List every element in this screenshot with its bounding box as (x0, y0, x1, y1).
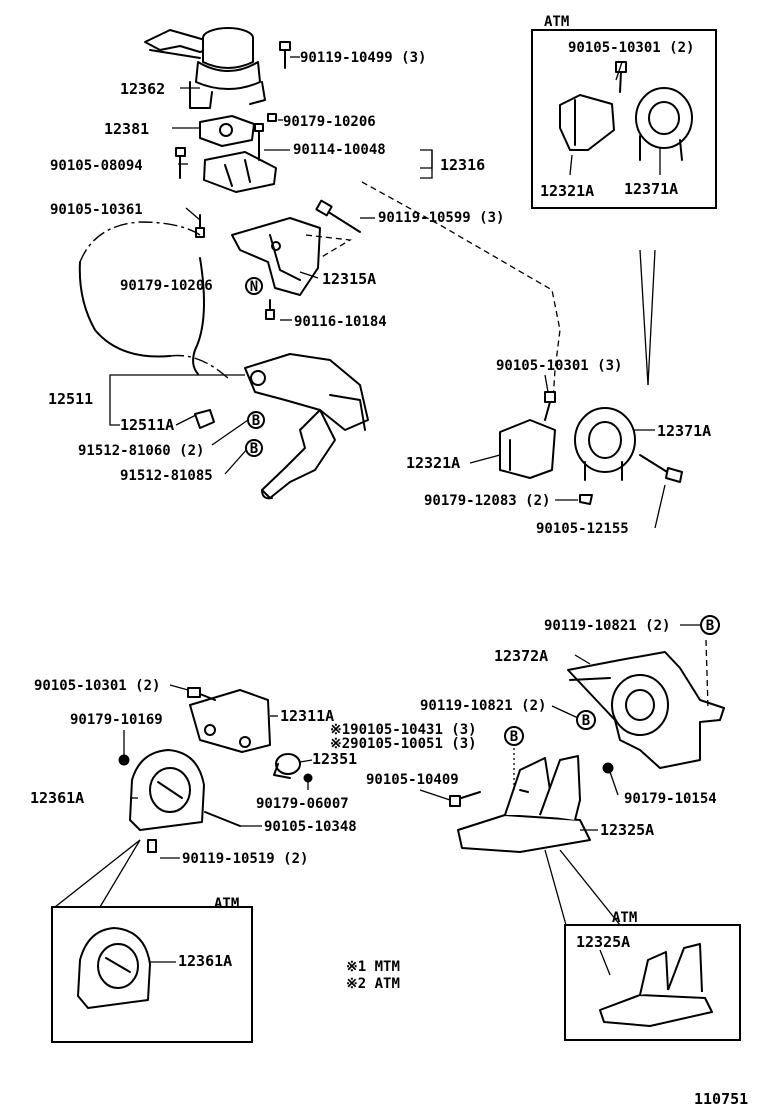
mount-12371A-12321A-illustration (499, 391, 683, 505)
bracket-12315A-illustration (231, 199, 361, 320)
label-90105-10409: 90105-10409 (366, 772, 459, 788)
marker-b-2-text: B (250, 441, 258, 457)
atm-inset-bottom-right-box (564, 924, 741, 1041)
label-90179-10154: 90179-10154 (624, 791, 717, 807)
label-12351: 12351 (312, 750, 357, 768)
marker-b-4-text: B (582, 713, 590, 729)
part-labels: 12362 12381 90119-10499 (3) 90179-10206 … (30, 14, 748, 1108)
bracket-12511-illustration (194, 353, 369, 500)
label-90119-10499: 90119-10499 (3) (300, 50, 426, 66)
label-atm-bottom-right: ATM (612, 910, 637, 926)
label-12315A: 12315A (322, 270, 376, 288)
reference-markers: B B N B B B (245, 277, 720, 746)
label-12361A-atm: 12361A (178, 952, 232, 970)
label-90119-10599: 90119-10599 (3) (378, 210, 504, 226)
bolts-top-illustration (175, 41, 291, 238)
label-90179-06007: 90179-06007 (256, 796, 349, 812)
label-12511A: 12511A (120, 416, 174, 434)
marker-b-2 (245, 439, 263, 457)
label-90119-10821-a: 90119-10821 (2) (544, 618, 670, 634)
atm-inset-top-parts (559, 61, 693, 161)
label-12371A-atm: 12371A (624, 180, 678, 198)
bracket-12311A-illustration (187, 687, 271, 753)
label-90105-10431: ※190105-10431 (3) (330, 722, 477, 738)
label-atm-top: ATM (544, 14, 569, 30)
label-12372A: 12372A (494, 647, 548, 665)
marker-b-4 (576, 710, 596, 730)
label-90105-10361: 90105-10361 (50, 202, 143, 218)
bracket-12381-illustration (199, 115, 255, 147)
label-91512-81060: 91512-81060 (2) (78, 443, 204, 459)
bracket-12325A-illustration (449, 755, 591, 853)
atm-inset-bottom-right-parts (544, 849, 713, 1027)
atm-inset-bottom-left-parts (54, 839, 151, 1009)
label-90116-10184: 90116-10184 (294, 314, 387, 330)
section-connector-lines (361, 181, 656, 401)
label-12361A: 12361A (30, 789, 84, 807)
label-12321A-atm: 12321A (540, 182, 594, 200)
label-12325A: 12325A (600, 821, 654, 839)
atm-inset-bottom-left-box (51, 906, 253, 1043)
label-91512-81085: 91512-81085 (120, 468, 213, 484)
label-90105-10051: ※290105-10051 (3) (330, 736, 477, 752)
marker-b-3 (700, 615, 720, 635)
bracket-12316-illustration (203, 151, 277, 193)
label-12316: 12316 (440, 156, 485, 174)
label-12381: 12381 (104, 120, 149, 138)
label-12511: 12511 (48, 390, 93, 408)
label-90179-10206-mid: 90179-10206 (120, 278, 213, 294)
engine-outline-illustration (78, 221, 231, 381)
label-90179-12083: 90179-12083 (2) (424, 493, 550, 509)
legend-atm: ※2 ATM (346, 976, 400, 992)
label-90105-10301-3: 90105-10301 (3) (496, 358, 622, 374)
legend-mtm: ※1 MTM (346, 959, 400, 975)
label-12311A: 12311A (280, 707, 334, 725)
label-12362: 12362 (120, 80, 165, 98)
marker-n-text: N (250, 279, 258, 295)
label-90119-10821-b: 90119-10821 (2) (420, 698, 546, 714)
label-90179-10206-top: 90179-10206 (283, 114, 376, 130)
label-90105-10348: 90105-10348 (264, 819, 357, 835)
label-90105-12155: 90105-12155 (536, 521, 629, 537)
label-12321A: 12321A (406, 454, 460, 472)
bracket-12372A-illustration (567, 639, 725, 774)
label-90114-10048: 90114-10048 (293, 142, 386, 158)
marker-b-5-text: B (510, 729, 518, 745)
marker-b-5 (504, 726, 524, 746)
label-90119-10519: 90119-10519 (2) (182, 851, 308, 867)
label-90105-10301-2: 90105-10301 (2) (34, 678, 160, 694)
marker-n (245, 277, 263, 295)
atm-inset-top-box (531, 29, 717, 209)
label-12325A-atm: 12325A (576, 933, 630, 951)
stopper-12351-illustration (273, 753, 313, 783)
leader-lines (109, 56, 700, 976)
marker-b-1 (247, 411, 265, 429)
marker-b-1-text: B (252, 413, 260, 429)
engine-mount-12362-illustration (144, 27, 266, 109)
label-12371A: 12371A (657, 422, 711, 440)
label-atm-bottom-left: ATM (214, 896, 239, 912)
diagram-id: 110751 (694, 1090, 748, 1108)
label-90105-10301-atm: 90105-10301 (2) (568, 40, 694, 56)
label-90179-10169: 90179-10169 (70, 712, 163, 728)
mount-12361A-illustration (118, 749, 241, 853)
label-90105-08094: 90105-08094 (50, 158, 143, 174)
marker-b-3-text: B (706, 618, 714, 634)
